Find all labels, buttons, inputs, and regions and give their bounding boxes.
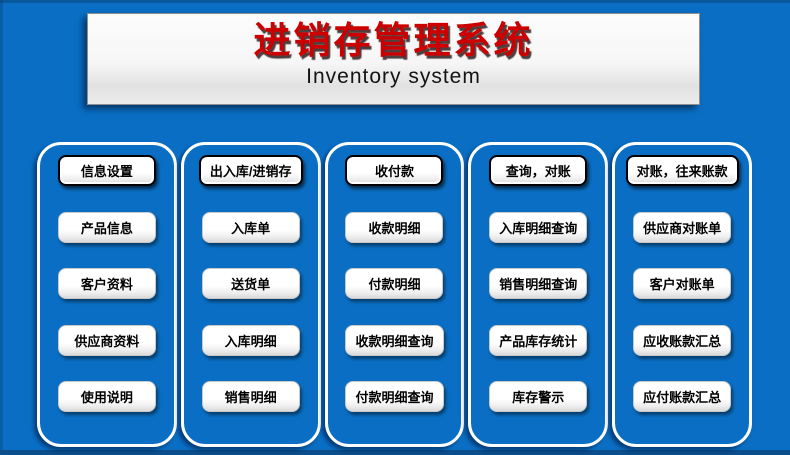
column-header-button[interactable]: 查询，对账 xyxy=(489,155,588,186)
column-header-button[interactable]: 收付款 xyxy=(345,155,444,186)
menu-column-2: 出入库/进销存入库单送货单入库明细销售明细 xyxy=(180,142,321,447)
menu-column-1: 信息设置产品信息客户资料供应商资料使用说明 xyxy=(37,142,177,447)
menu-button[interactable]: 产品信息 xyxy=(57,211,156,243)
window-edge-bottom xyxy=(0,450,790,455)
menu-button[interactable]: 应付账款汇总 xyxy=(633,381,732,412)
app-subtitle: Inventory system xyxy=(306,65,481,88)
menu-button[interactable]: 入库明细查询 xyxy=(489,211,588,243)
menu-button[interactable]: 送货单 xyxy=(201,268,300,299)
menu-button[interactable]: 入库单 xyxy=(201,211,300,243)
page-header: 进销存管理系统 Inventory system xyxy=(87,13,700,105)
menu-button[interactable]: 供应商对账单 xyxy=(633,211,732,243)
window-edge-left xyxy=(0,0,3,455)
column-header-button[interactable]: 对账，往来账款 xyxy=(625,155,739,186)
menu-button[interactable]: 产品库存统计 xyxy=(489,324,588,356)
menu-button[interactable]: 付款明细 xyxy=(345,268,444,299)
menu-button[interactable]: 应收账款汇总 xyxy=(633,324,732,356)
menu-button[interactable]: 付款明细查询 xyxy=(345,381,444,412)
menu-button[interactable]: 库存警示 xyxy=(489,381,588,412)
menu-button[interactable]: 客户资料 xyxy=(57,268,156,299)
column-header-button[interactable]: 出入库/进销存 xyxy=(198,155,303,186)
menu-button[interactable]: 客户对账单 xyxy=(633,268,732,299)
window-edge-top xyxy=(0,0,790,3)
menu-button[interactable]: 入库明细 xyxy=(201,324,300,356)
column-header-button[interactable]: 信息设置 xyxy=(57,155,156,186)
menu-columns: 信息设置产品信息客户资料供应商资料使用说明出入库/进销存入库单送货单入库明细销售… xyxy=(37,142,752,447)
menu-button[interactable]: 销售明细 xyxy=(201,381,300,412)
menu-column-4: 查询，对账入库明细查询销售明细查询产品库存统计库存警示 xyxy=(468,142,609,447)
menu-button[interactable]: 供应商资料 xyxy=(57,324,156,356)
menu-button[interactable]: 销售明细查询 xyxy=(489,268,588,299)
menu-column-3: 收付款收款明细付款明细收款明细查询付款明细查询 xyxy=(324,142,465,447)
menu-button[interactable]: 使用说明 xyxy=(57,381,156,412)
app-title: 进销存管理系统 xyxy=(253,20,534,61)
menu-button[interactable]: 收款明细查询 xyxy=(345,324,444,356)
menu-button[interactable]: 收款明细 xyxy=(345,211,444,243)
menu-column-5: 对账，往来账款供应商对账单客户对账单应收账款汇总应付账款汇总 xyxy=(612,142,752,447)
